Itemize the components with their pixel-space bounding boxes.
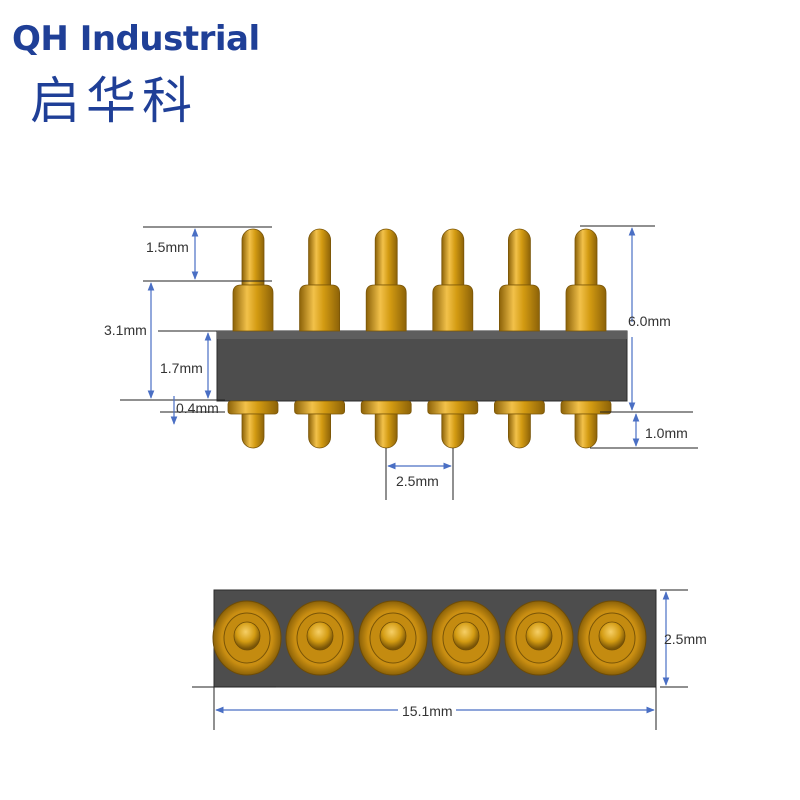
pin-barrel bbox=[565, 284, 607, 332]
brand-name-chinese: 启华科 bbox=[30, 72, 198, 130]
pin-plunger bbox=[241, 228, 265, 286]
connector-body bbox=[216, 330, 628, 402]
dimension-lines bbox=[120, 225, 698, 730]
dim-label-length: 15.1mm bbox=[402, 703, 453, 719]
pin-barrel bbox=[499, 284, 540, 332]
pin-tail bbox=[574, 413, 598, 449]
dim-label-pitch: 2.5mm bbox=[396, 473, 439, 489]
pin-tail bbox=[308, 413, 331, 449]
pin-barrel bbox=[299, 284, 340, 332]
pin-tail bbox=[508, 413, 531, 449]
pogo-pin bbox=[493, 228, 545, 449]
dim-label-body-height: 1.7mm bbox=[160, 360, 203, 376]
contact-pad bbox=[431, 600, 501, 676]
pin-tail bbox=[441, 413, 465, 449]
pin-barrel bbox=[432, 284, 474, 332]
pad-dome bbox=[233, 621, 261, 651]
pogo-pin bbox=[427, 228, 479, 449]
pad-dome bbox=[452, 621, 480, 651]
contact-pad bbox=[577, 600, 647, 676]
contact-pad bbox=[212, 600, 282, 676]
pin-plunger bbox=[574, 228, 598, 286]
pad-dome bbox=[306, 621, 334, 651]
pogo-pin bbox=[294, 228, 346, 449]
pin-barrel bbox=[232, 284, 274, 332]
dim-label-lower-pin: 1.0mm bbox=[645, 425, 688, 441]
dim-label-pin-tip: 1.5mm bbox=[146, 239, 189, 255]
pin-plunger bbox=[374, 228, 398, 286]
contact-pad bbox=[285, 600, 355, 676]
pin-tail bbox=[374, 413, 398, 449]
pin-collar bbox=[360, 400, 412, 415]
pogo-pin bbox=[560, 228, 612, 449]
dim-label-lower-collar: 0.4mm bbox=[176, 400, 219, 416]
side-view bbox=[216, 228, 628, 449]
pin-barrel bbox=[365, 284, 407, 332]
pogo-pin bbox=[227, 228, 279, 449]
pad-dome bbox=[525, 621, 553, 651]
top-view bbox=[212, 589, 657, 688]
pin-plunger bbox=[441, 228, 465, 286]
pin-collar bbox=[227, 400, 279, 415]
contact-pad bbox=[504, 600, 574, 676]
connector-body-top-edge bbox=[217, 331, 627, 339]
pin-collar bbox=[294, 400, 346, 415]
brand-name-english: QH Industrial bbox=[12, 19, 260, 59]
dim-label-width: 2.5mm bbox=[664, 631, 707, 647]
dim-label-total-height: 6.0mm bbox=[628, 313, 671, 329]
pogo-pin bbox=[360, 228, 412, 449]
pin-collar bbox=[493, 400, 545, 415]
contact-pad bbox=[358, 600, 428, 676]
dim-label-upper-height: 3.1mm bbox=[104, 322, 147, 338]
pin-tail bbox=[241, 413, 265, 449]
pin-plunger bbox=[508, 228, 531, 286]
pin-plunger bbox=[308, 228, 331, 286]
pad-dome bbox=[598, 621, 626, 651]
pin-collar bbox=[427, 400, 479, 415]
pad-dome bbox=[379, 621, 407, 651]
